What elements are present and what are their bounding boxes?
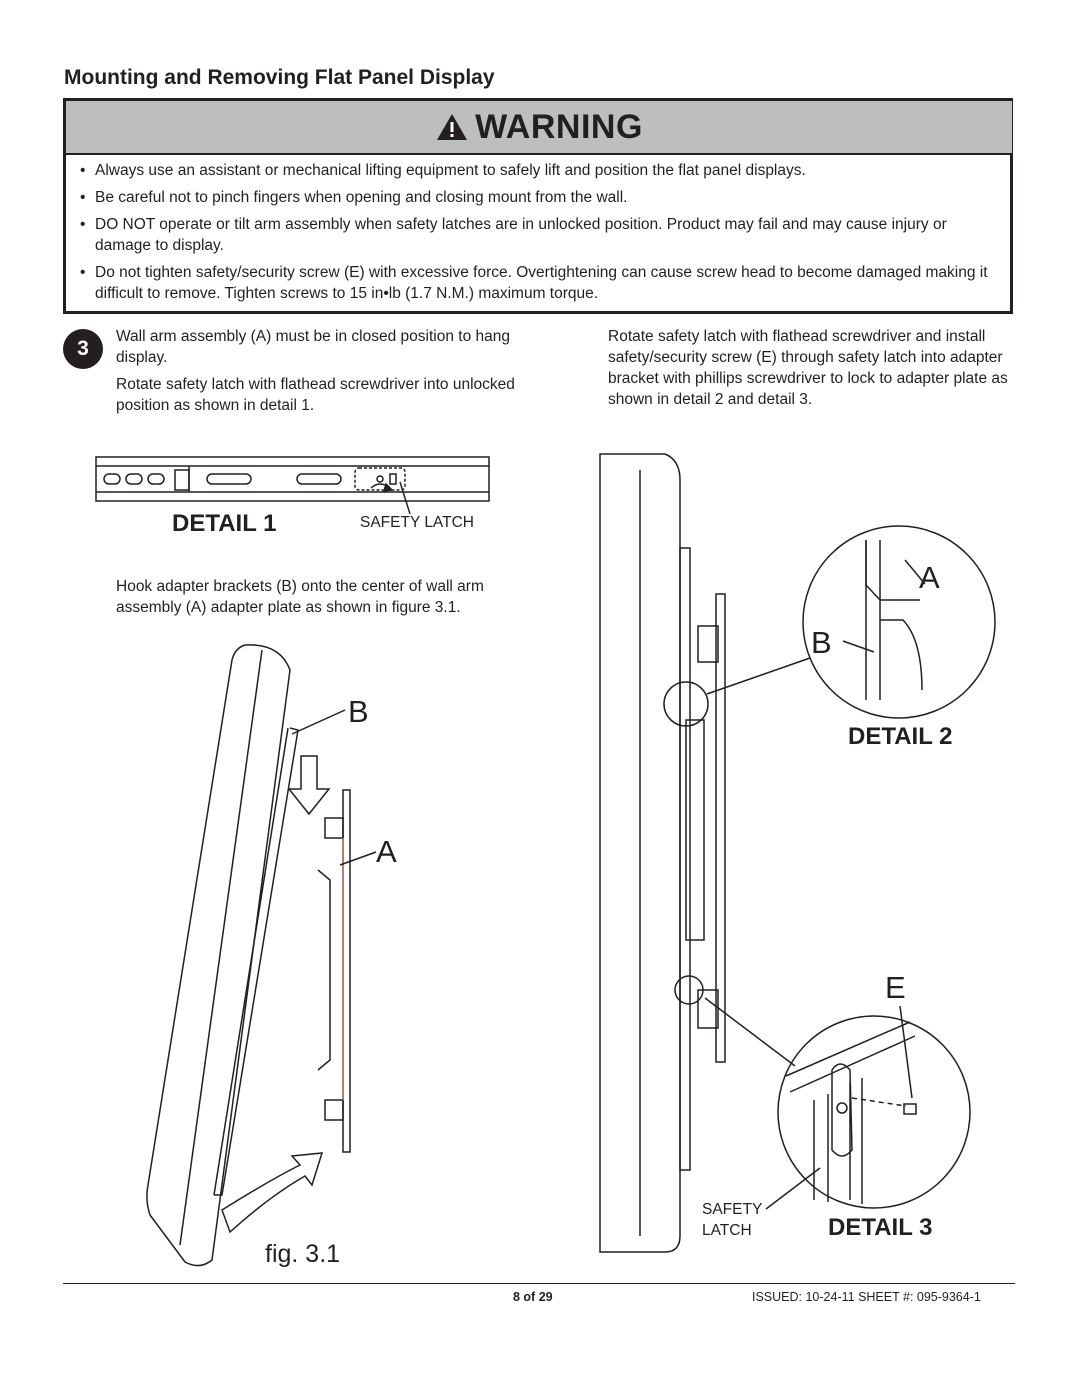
warning-list: •Always use an assistant or mechanical l… bbox=[76, 160, 1006, 310]
page-title: Mounting and Removing Flat Panel Display bbox=[64, 66, 495, 89]
detail-2-circle bbox=[802, 525, 996, 719]
warning-item: •Be careful not to pinch fingers when op… bbox=[80, 189, 628, 206]
warning-item: •Always use an assistant or mechanical l… bbox=[80, 162, 806, 179]
detail-3-connector bbox=[704, 997, 796, 1067]
footer-page-number: 8 of 29 bbox=[513, 1290, 553, 1304]
figure-3-1-wall-plate bbox=[317, 789, 351, 1153]
footer-issued: ISSUED: 10-24-11 SHEET #: 095-9364-1 bbox=[752, 1290, 981, 1304]
warning-item: •DO NOT operate or tilt arm assembly whe… bbox=[80, 216, 947, 254]
detail-1-label: DETAIL 1 bbox=[172, 510, 277, 537]
detail-2-connector bbox=[706, 657, 811, 695]
warning-item-text: Be careful not to pinch fingers when ope… bbox=[95, 189, 628, 206]
detail-3-zoom-source bbox=[674, 975, 704, 1005]
detail-2-zoom-source bbox=[663, 681, 709, 727]
detail-2-callout-b: B bbox=[811, 625, 832, 660]
detail-3-latch-label-2: LATCH bbox=[702, 1222, 752, 1239]
warning-triangle-icon bbox=[437, 114, 468, 140]
callout-a: A bbox=[376, 834, 397, 869]
figure-3-1-down-arrow bbox=[287, 755, 331, 816]
detail-3-callout-e: E bbox=[885, 970, 906, 1005]
detail-2-callout-a: A bbox=[919, 560, 940, 595]
side-display bbox=[599, 453, 726, 1253]
step-left-para-2: Rotate safety latch with flathead screwd… bbox=[116, 376, 515, 414]
warning-box bbox=[63, 98, 1013, 314]
step-right-para: Rotate safety latch with flathead screwd… bbox=[608, 328, 1008, 408]
figure-label: fig. 3.1 bbox=[265, 1240, 341, 1268]
detail-1-safety-latch-arrow bbox=[370, 481, 411, 515]
step-number-badge: 3 bbox=[63, 329, 103, 369]
warning-item-text: DO NOT operate or tilt arm assembly when… bbox=[95, 216, 947, 254]
detail-3-label: DETAIL 3 bbox=[828, 1214, 933, 1241]
safety-latch-label: SAFETY LATCH bbox=[360, 514, 474, 531]
footer-divider bbox=[63, 1283, 1015, 1284]
detail-3-latch-label-1: SAFETY bbox=[702, 1201, 763, 1218]
warning-item: •Do not tighten safety/security screw (E… bbox=[80, 264, 988, 302]
detail-3-circle bbox=[765, 1005, 971, 1210]
warning-item-text: Always use an assistant or mechanical li… bbox=[95, 162, 806, 179]
warning-heading: WARNING bbox=[475, 107, 643, 146]
hook-para: Hook adapter brackets (B) onto the cente… bbox=[116, 578, 484, 616]
detail-2-label: DETAIL 2 bbox=[848, 723, 953, 750]
figure-3-1-rotate-arrow bbox=[221, 1152, 324, 1234]
detail-1-rail bbox=[95, 456, 490, 502]
warning-item-text: Do not tighten safety/security screw (E)… bbox=[95, 264, 988, 302]
leader-a bbox=[339, 851, 377, 866]
callout-b: B bbox=[348, 694, 369, 729]
warning-header: WARNING bbox=[66, 101, 1012, 155]
figure-3-1-display bbox=[146, 644, 299, 1267]
leader-b bbox=[291, 709, 346, 735]
step-left-para-1: Wall arm assembly (A) must be in closed … bbox=[116, 328, 510, 366]
